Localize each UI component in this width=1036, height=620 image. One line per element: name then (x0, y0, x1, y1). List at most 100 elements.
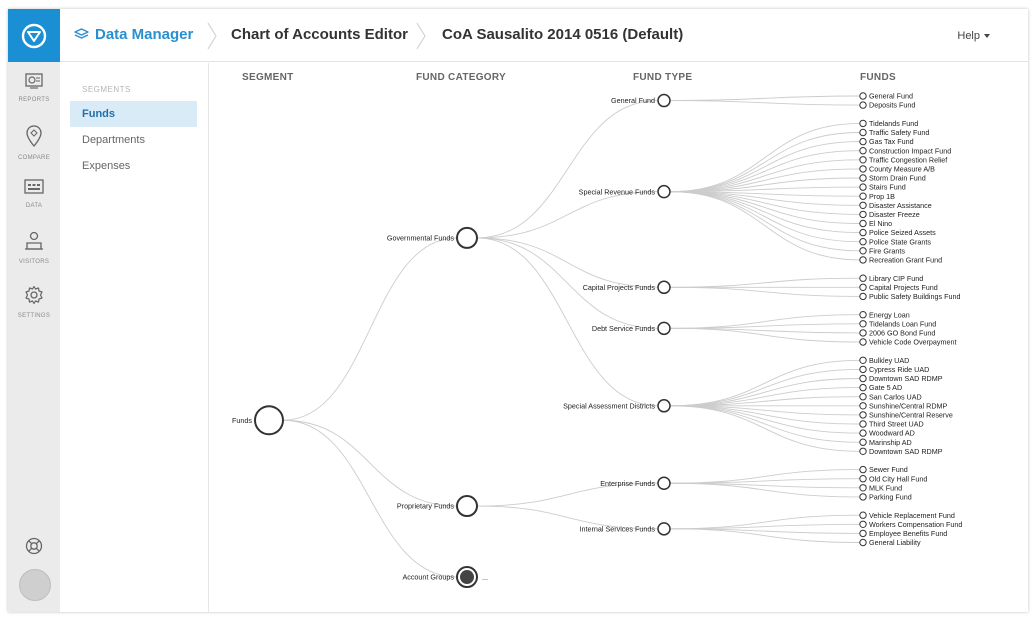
fund-node-circle[interactable] (859, 420, 867, 428)
fund-node[interactable]: Sunshine/Central Reserve (859, 411, 953, 420)
fund-node[interactable]: Recreation Grant Fund (859, 256, 942, 265)
fund-type-node-circle[interactable] (657, 280, 671, 295)
fund-type-node-circle[interactable] (657, 184, 671, 199)
fund-type-node-circle[interactable] (657, 476, 671, 490)
fund-type-node-circle[interactable] (657, 321, 671, 336)
root-node-circle[interactable] (254, 405, 284, 436)
fund-category-node[interactable]: Governmental Funds (387, 226, 478, 249)
fund-node-circle[interactable] (859, 101, 867, 109)
fund-node-circle[interactable] (859, 283, 867, 292)
fund-node[interactable]: Marinship AD (859, 438, 912, 447)
fund-node-circle[interactable] (859, 493, 867, 501)
fund-node[interactable]: Bulkley UAD (859, 356, 910, 365)
fund-node[interactable]: Sewer Fund (859, 465, 908, 474)
rail-settings[interactable]: SETTINGS (8, 285, 60, 319)
fund-node[interactable]: Vehicle Replacement Fund (859, 511, 955, 520)
fund-node-circle[interactable] (859, 238, 867, 246)
fund-type-node[interactable]: Debt Service Funds (592, 321, 671, 336)
fund-node[interactable]: Sunshine/Central RDMP (859, 401, 948, 410)
fund-node-circle[interactable] (859, 320, 867, 328)
fund-node[interactable]: Traffic Congestion Relief (859, 155, 948, 164)
fund-type-node[interactable]: Special Revenue Funds (579, 184, 671, 199)
fund-node-circle[interactable] (859, 292, 867, 301)
fund-node[interactable]: Parking Fund (859, 493, 912, 502)
fund-node[interactable]: Tidelands Fund (859, 119, 918, 128)
rail-compare[interactable]: COMPARE (8, 125, 60, 161)
fund-node[interactable]: General Fund (859, 92, 913, 101)
help-menu[interactable]: Help (957, 30, 990, 42)
support-button[interactable] (25, 537, 43, 560)
fund-type-node[interactable]: Internal Services Funds (579, 522, 671, 536)
fund-type-node-circle[interactable] (657, 93, 671, 108)
fund-node[interactable]: Gate 5 AD (859, 383, 902, 392)
fund-node-circle[interactable] (859, 356, 867, 364)
fund-node[interactable]: Third Street UAD (859, 420, 924, 429)
fund-node-circle[interactable] (859, 137, 867, 146)
fund-node[interactable]: Gas Tax Fund (859, 137, 914, 146)
app-logo[interactable] (8, 9, 60, 62)
fund-node[interactable]: Disaster Freeze (859, 210, 920, 219)
fund-node[interactable]: Downtown SAD RDMP (859, 374, 943, 383)
fund-node[interactable]: Workers Compensation Fund (859, 520, 963, 529)
fund-node-circle[interactable] (859, 529, 867, 538)
fund-node[interactable]: Disaster Assistance (859, 201, 932, 210)
fund-node-circle[interactable] (859, 247, 867, 255)
fund-node[interactable]: Police Seized Assets (859, 228, 936, 237)
fund-node[interactable]: San Carlos UAD (859, 392, 922, 401)
fund-node-circle[interactable] (859, 402, 867, 410)
fund-type-node[interactable]: Special Assessment Districts (563, 399, 671, 413)
fund-node-circle[interactable] (859, 374, 867, 383)
fund-node[interactable]: Cypress Ride UAD (859, 365, 930, 374)
fund-node-circle[interactable] (859, 210, 867, 219)
avatar[interactable] (19, 569, 51, 601)
fund-node-circle[interactable] (859, 484, 867, 492)
fund-node[interactable]: Old City Hall Fund (859, 474, 928, 483)
fund-node[interactable]: Storm Drain Fund (859, 174, 926, 183)
fund-node-circle[interactable] (859, 383, 867, 392)
fund-node-circle[interactable] (859, 511, 867, 519)
fund-node-circle[interactable] (859, 128, 867, 137)
fund-node[interactable]: Employee Benefits Fund (859, 529, 948, 538)
segment-item-departments[interactable]: Departments (82, 134, 145, 146)
segment-item-expenses[interactable]: Expenses (82, 160, 131, 172)
segment-item-funds[interactable]: Funds (70, 101, 197, 127)
fund-node-circle[interactable] (859, 147, 867, 155)
fund-node[interactable]: Library CIP Fund (859, 274, 923, 283)
fund-node[interactable]: Tidelands Loan Fund (859, 319, 936, 328)
fund-node-circle[interactable] (859, 256, 867, 264)
fund-node[interactable]: El Nino (859, 219, 892, 228)
rail-visitors[interactable]: VISITORS (8, 231, 60, 265)
fund-node-circle[interactable] (859, 538, 867, 547)
fund-node-circle[interactable] (859, 183, 867, 191)
fund-type-node[interactable]: Enterprise Funds (600, 476, 671, 490)
fund-node-circle[interactable] (859, 201, 867, 210)
fund-node-circle[interactable] (859, 219, 867, 228)
fund-node-circle[interactable] (859, 475, 867, 483)
fund-node-circle[interactable] (859, 274, 867, 282)
fund-node-circle[interactable] (859, 174, 867, 182)
fund-node[interactable]: Construction Impact Fund (859, 146, 951, 155)
fund-node[interactable]: Fire Grants (859, 246, 906, 255)
fund-node[interactable]: Police State Grants (859, 237, 932, 246)
fund-type-node-circle[interactable] (657, 399, 671, 413)
rail-reports[interactable]: REPORTS (8, 73, 60, 103)
breadcrumb-coa-editor[interactable]: Chart of Accounts Editor (231, 26, 408, 43)
fund-node[interactable]: Woodward AD (859, 429, 915, 438)
fund-node-circle[interactable] (859, 365, 867, 374)
fund-node-circle[interactable] (859, 311, 867, 319)
fund-node-circle[interactable] (859, 393, 867, 401)
fund-node[interactable]: MLK Fund (859, 483, 902, 492)
fund-node-circle[interactable] (859, 520, 867, 528)
fund-node-circle[interactable] (859, 465, 867, 474)
fund-type-node[interactable]: Capital Projects Funds (583, 280, 671, 295)
fund-category-node-circle[interactable] (456, 226, 478, 249)
fund-node-circle[interactable] (859, 156, 867, 164)
fund-node[interactable]: Downtown SAD RDMP (859, 447, 943, 456)
fund-category-node-circle[interactable] (456, 495, 478, 518)
fund-node-circle[interactable] (859, 411, 867, 419)
fund-node-circle[interactable] (859, 192, 867, 200)
fund-node[interactable]: 2006 GO Bond Fund (859, 329, 936, 338)
rail-data[interactable]: DATA (8, 179, 60, 209)
fund-node[interactable]: Prop 1B (859, 192, 895, 201)
fund-category-node[interactable]: Account Groups (402, 566, 478, 589)
